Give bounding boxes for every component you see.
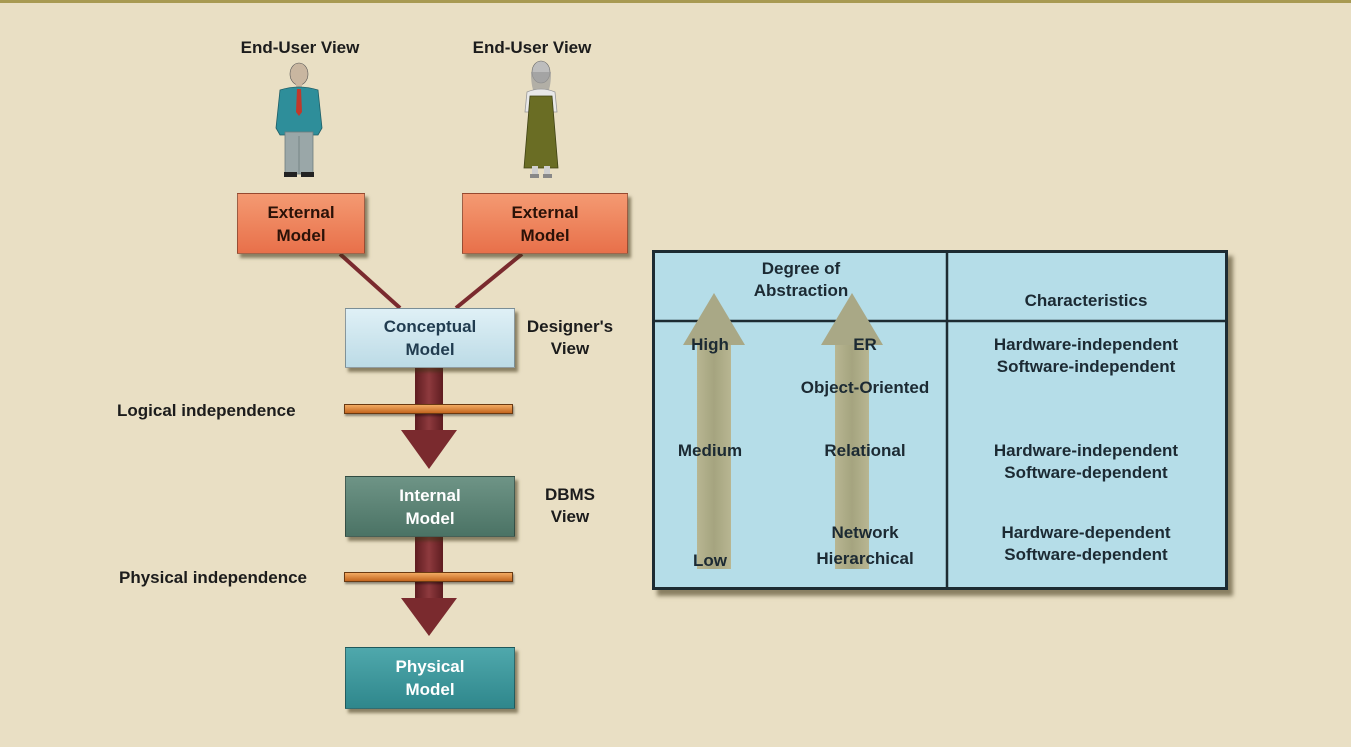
characteristics-high-line2: Software-independent (996, 357, 1176, 376)
connector-line-left (338, 252, 402, 310)
external-model-1-line2: Model (276, 225, 326, 245)
characteristics-medium-line2: Software-dependent (1004, 463, 1168, 482)
dbms-view-line2: View (550, 507, 590, 526)
model-relational: Relational (824, 441, 906, 460)
abstraction-arrow-right-shaft (835, 341, 869, 569)
internal-model-line2: Model (405, 508, 455, 528)
abstraction-arrow-left-head (683, 293, 745, 345)
level-medium: Medium (677, 441, 743, 460)
header-abstraction-line1: Degree of (761, 259, 841, 278)
top-rule (0, 0, 1351, 3)
designers-view-line1: Designer's (526, 317, 614, 336)
physical-independence-bar (344, 572, 513, 582)
external-model-2-line2: Model (520, 225, 570, 245)
characteristics-high: Hardware-independent Software-independen… (947, 334, 1225, 378)
model-object-oriented: Object-Oriented (800, 378, 930, 397)
physical-independence-label: Physical independence (119, 568, 308, 587)
characteristics-medium: Hardware-independent Software-dependent (947, 440, 1225, 484)
model-er: ER (853, 335, 877, 354)
characteristics-low-line1: Hardware-dependent (1001, 523, 1171, 542)
logical-independence-label: Logical independence (117, 401, 296, 420)
abstraction-table: Degree of Abstraction Characteristics Hi… (652, 250, 1228, 590)
level-high: High (691, 335, 729, 354)
logical-independence-bar (344, 404, 513, 414)
designers-view-line2: View (550, 339, 590, 358)
external-model-2-line1: External (511, 202, 579, 222)
external-model-box-1: External Model (237, 193, 365, 254)
header-characteristics: Characteristics (1024, 291, 1148, 310)
conceptual-model-line1: Conceptual (383, 317, 477, 336)
abstraction-arrow-left-shaft (697, 341, 731, 569)
physical-model-line1: Physical (395, 657, 465, 676)
end-user-view-label-2: End-User View (472, 38, 592, 57)
conceptual-model-box: Conceptual Model (345, 308, 515, 368)
model-network: Network (831, 523, 899, 542)
designers-view-label: Designer's View (520, 316, 620, 360)
abstraction-arrow-right-head (821, 293, 883, 345)
characteristics-low: Hardware-dependent Software-dependent (947, 522, 1225, 566)
physical-model-box: Physical Model (345, 647, 515, 709)
internal-model-box: Internal Model (345, 476, 515, 537)
characteristics-medium-line1: Hardware-independent (993, 441, 1179, 460)
header-abstraction-line2: Abstraction (753, 281, 849, 300)
level-low: Low (693, 551, 727, 570)
flow-arrow-head-1 (401, 430, 457, 469)
connector-line-right (454, 252, 524, 310)
internal-model-line1: Internal (399, 485, 461, 505)
external-model-box-2: External Model (462, 193, 628, 254)
header-abstraction: Degree of Abstraction (655, 258, 947, 302)
characteristics-low-line2: Software-dependent (1004, 545, 1168, 564)
dbms-view-label: DBMS View (530, 484, 610, 528)
table-grid-and-arrows (655, 253, 1225, 587)
external-model-1-line1: External (267, 202, 335, 222)
flow-arrow-shaft-2 (415, 535, 443, 600)
flow-arrow-head-2 (401, 598, 457, 636)
characteristics-high-line1: Hardware-independent (993, 335, 1179, 354)
conceptual-model-line2: Model (405, 340, 455, 359)
flow-arrow-shaft-1 (415, 366, 443, 432)
end-user-view-label-1: End-User View (240, 38, 360, 57)
physical-model-line2: Model (405, 680, 455, 699)
model-hierarchical: Hierarchical (816, 549, 914, 568)
dbms-view-line1: DBMS (544, 485, 596, 504)
